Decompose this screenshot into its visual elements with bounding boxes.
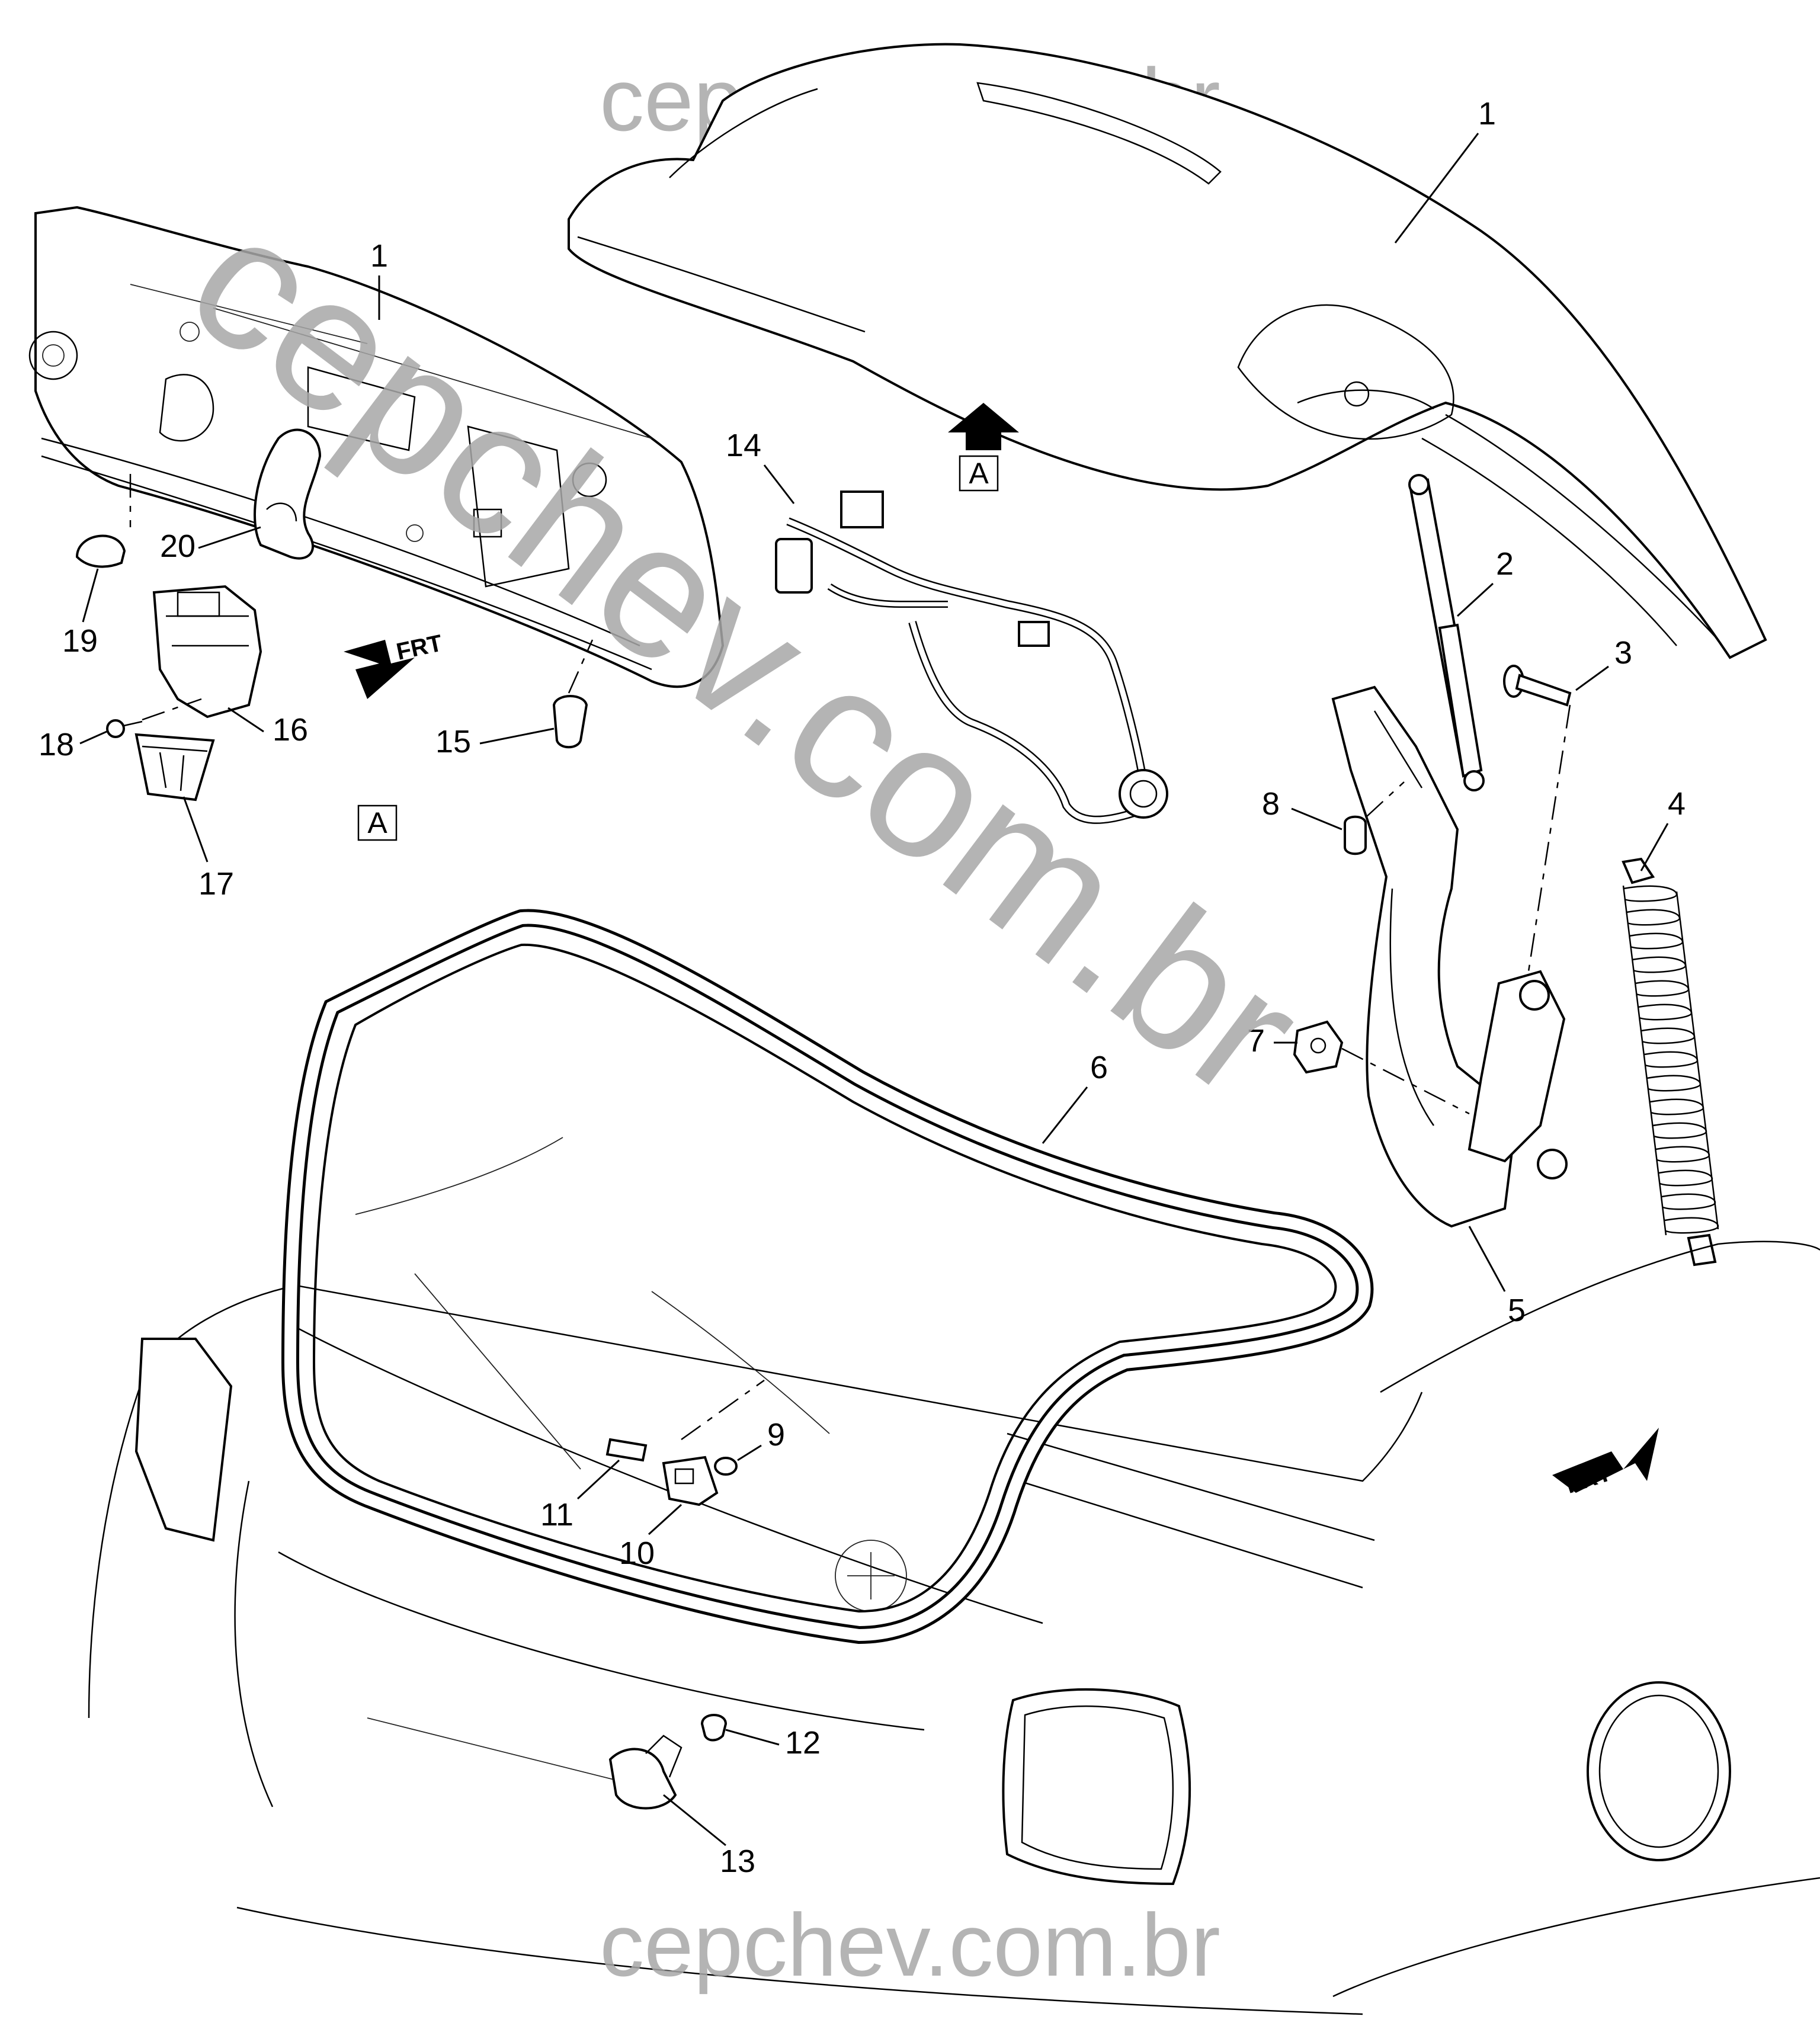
leader-16 [228, 707, 264, 733]
assembly-line-15 [568, 639, 594, 694]
part-16-latch-module-icon [152, 585, 262, 719]
frt-label-right: FRT [1562, 1460, 1614, 1499]
assembly-line-8 [1365, 781, 1405, 818]
part-17-handle-icon [134, 733, 215, 802]
view-a-box-top [959, 455, 999, 492]
leader-20 [198, 526, 261, 549]
leader-19 [82, 568, 99, 623]
callout-4: 4 [1668, 786, 1686, 822]
leader-6 [1042, 1086, 1088, 1144]
assembly-line-10-11 [681, 1379, 765, 1441]
part-7-nut-icon [1293, 1020, 1344, 1074]
spring-coils [1623, 885, 1719, 1234]
callout-17: 17 [198, 866, 234, 902]
part-6-weatherstrip [281, 909, 1374, 1644]
callout-10: 10 [619, 1535, 655, 1571]
fuel-door-icon [1587, 1681, 1731, 1861]
part-9-clip-icon [714, 1457, 738, 1476]
callout-12: 12 [785, 1725, 821, 1761]
part-8-bolt-icon [1344, 815, 1367, 855]
callout-6: 6 [1090, 1050, 1108, 1085]
callout-19: 19 [62, 623, 98, 659]
leader-5 [1468, 1226, 1506, 1292]
callout-13: 13 [720, 1844, 755, 1879]
callout-18: 18 [39, 727, 74, 762]
part-4-torsion-spring-icon [1622, 857, 1719, 1267]
vehicle-rear-body [88, 1137, 1820, 2015]
callout-9: 9 [767, 1417, 785, 1453]
callout-1-lid: 1 [1478, 96, 1496, 132]
part-3-bolt-icon [1503, 665, 1572, 707]
leader-15 [479, 727, 555, 745]
part-5-hinge-icon [1331, 685, 1568, 1228]
leader-10 [648, 1504, 682, 1535]
part-20-latch-icon [254, 428, 322, 560]
leader-12 [725, 1729, 780, 1746]
assembly-line-18 [142, 698, 202, 721]
leader-18 [79, 730, 107, 745]
part-13-striker-icon [608, 1735, 682, 1810]
watermark-bottom: cepchev.com.br [600, 1895, 1220, 1995]
part-14-wiring-harness [775, 491, 1168, 824]
leader-17 [182, 796, 209, 863]
leader-11 [576, 1459, 620, 1500]
tail-lamp-right-icon [1002, 1688, 1191, 1886]
part-11-connector-icon [605, 1438, 648, 1462]
callout-1-detail: 1 [370, 238, 388, 274]
frt-arrow-left-icon: FRT [344, 630, 444, 699]
leader-13 [663, 1794, 726, 1847]
part-18-bolt-icon [106, 719, 143, 738]
leader-8 [1291, 807, 1342, 831]
leader-14 [763, 464, 795, 504]
leader-4 [1640, 823, 1669, 871]
callout-16: 16 [273, 712, 308, 748]
detail-a-inner-lid [28, 206, 725, 688]
callout-2: 2 [1496, 546, 1514, 582]
assembly-line-3 [1527, 704, 1571, 972]
callout-3: 3 [1614, 635, 1632, 671]
leader-9 [737, 1444, 762, 1461]
frt-label-left: FRT [394, 630, 444, 665]
view-a-box-detail [357, 804, 398, 841]
trunk-lid-panel [568, 43, 1767, 659]
callout-15: 15 [435, 724, 471, 759]
view-a-arrow-icon [948, 403, 1019, 450]
frt-arrow-right-icon: FRT [1552, 1428, 1659, 1499]
callout-20: 20 [160, 528, 196, 564]
view-a-label-detail: A [367, 806, 387, 839]
part-15-bumper-stop-icon [552, 695, 588, 749]
tail-lamp-left-icon [134, 1338, 233, 1542]
leader-2 [1456, 582, 1494, 617]
leader-1-lid [1394, 133, 1479, 243]
callout-7: 7 [1247, 1023, 1265, 1059]
leader-3 [1575, 665, 1609, 691]
part-19-bumper-icon [75, 534, 126, 568]
view-a-label-top: A [969, 457, 989, 490]
callout-14: 14 [726, 428, 761, 463]
callout-8: 8 [1262, 786, 1280, 822]
callout-11: 11 [540, 1497, 573, 1533]
part-2-gas-strut [1408, 474, 1485, 791]
part-12-bolt-icon [700, 1714, 728, 1742]
part-10-switch-icon [662, 1456, 719, 1506]
